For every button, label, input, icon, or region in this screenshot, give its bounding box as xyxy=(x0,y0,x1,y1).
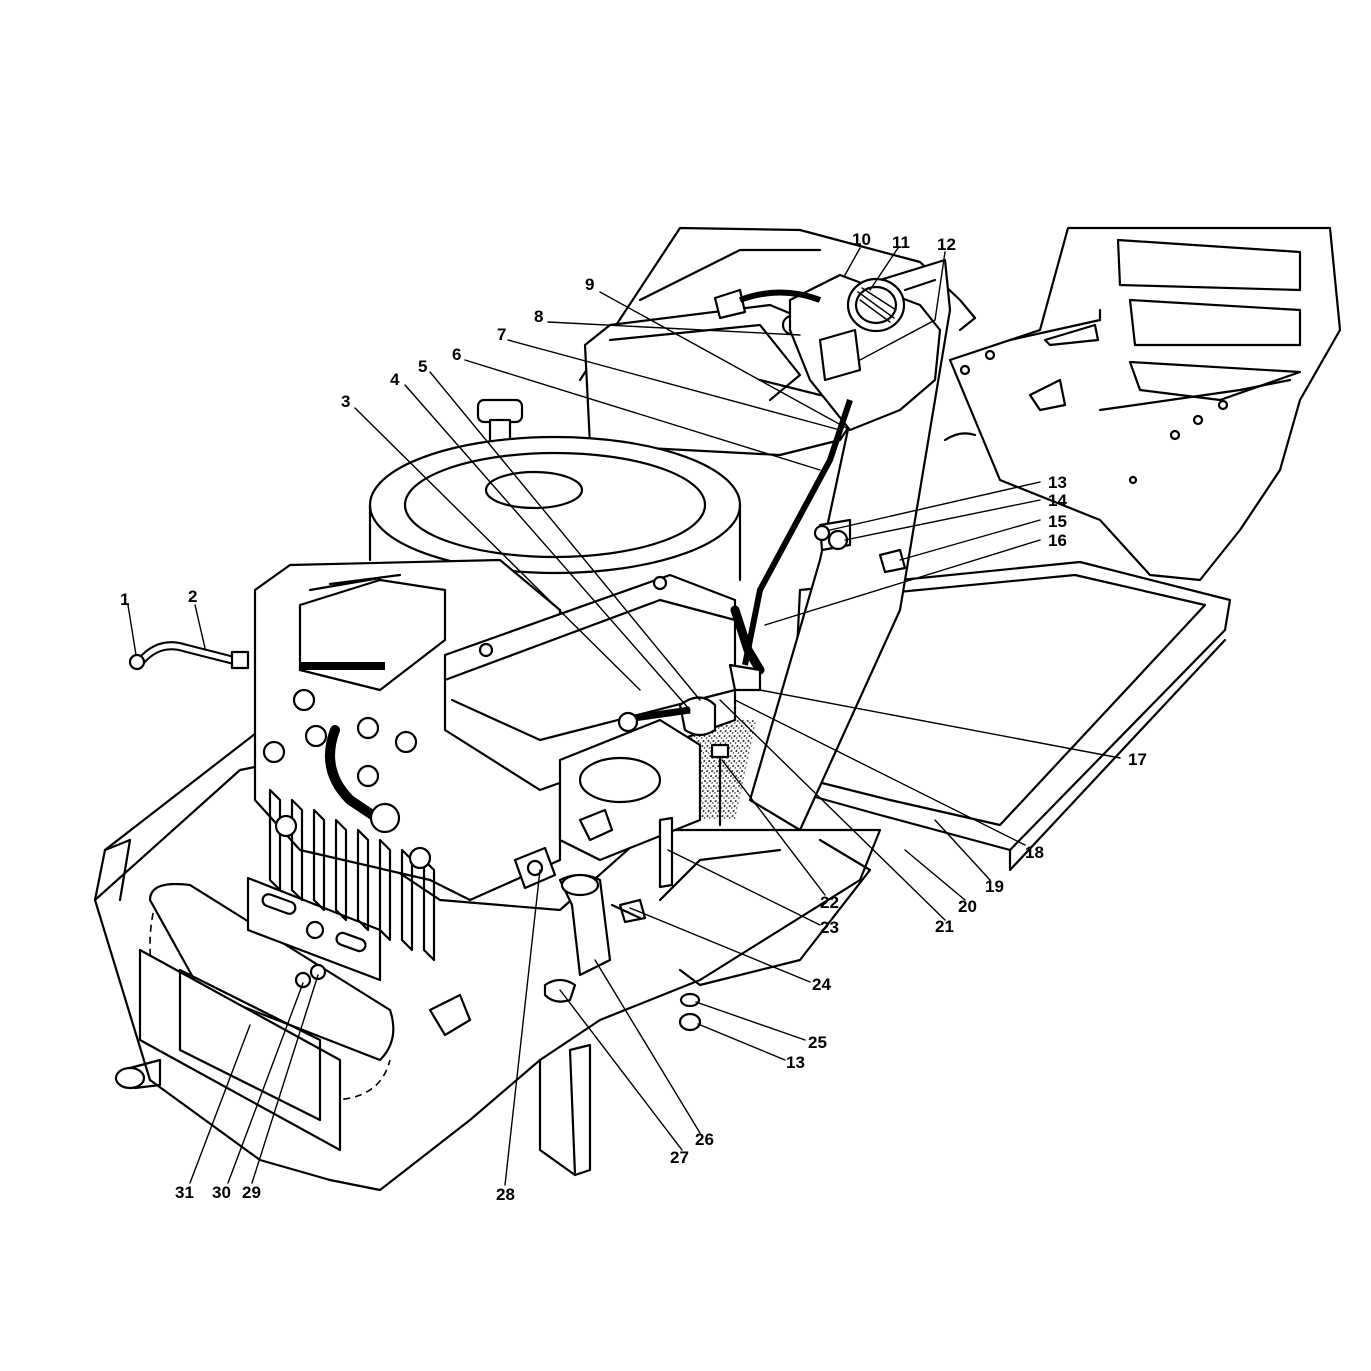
engine xyxy=(128,398,907,1032)
callout-16: 16 xyxy=(1048,531,1067,550)
callout-31: 31 xyxy=(175,1183,194,1202)
callout-24: 24 xyxy=(812,975,831,994)
callout-19: 19 xyxy=(985,877,1004,896)
callout-17: 17 xyxy=(1128,750,1147,769)
head-bolts xyxy=(262,688,432,870)
callout-14: 14 xyxy=(1048,491,1067,510)
callout-26: 26 xyxy=(695,1130,714,1149)
callout-13a: 13 xyxy=(1048,473,1067,492)
cooling-fins xyxy=(268,788,436,962)
callout-20: 20 xyxy=(958,897,977,916)
callout-27: 27 xyxy=(670,1148,689,1167)
callout-28: 28 xyxy=(496,1185,515,1204)
callout-10: 10 xyxy=(852,230,871,249)
callout-3: 3 xyxy=(341,392,350,411)
callout-13b: 13 xyxy=(786,1053,805,1072)
callout-1: 1 xyxy=(120,590,129,609)
callout-18: 18 xyxy=(1025,843,1044,862)
callout-23: 23 xyxy=(820,918,839,937)
callout-7: 7 xyxy=(497,325,506,344)
callout-5: 5 xyxy=(418,357,427,376)
callout-29: 29 xyxy=(242,1183,261,1202)
callout-15: 15 xyxy=(1048,512,1067,531)
callout-4: 4 xyxy=(390,370,400,389)
callout-21: 21 xyxy=(935,917,954,936)
callout-8: 8 xyxy=(534,307,543,326)
callout-25: 25 xyxy=(808,1033,827,1052)
callout-11: 11 xyxy=(892,233,910,252)
leader-lines xyxy=(127,247,1121,1186)
callout-30: 30 xyxy=(212,1183,231,1202)
callout-labels: 1 2 3 4 5 6 7 8 9 10 11 12 13 14 15 16 1… xyxy=(120,230,1147,1204)
callout-9: 9 xyxy=(585,275,594,294)
callout-6: 6 xyxy=(452,345,461,364)
callout-12: 12 xyxy=(937,235,956,254)
callout-2: 2 xyxy=(188,587,197,606)
callout-22: 22 xyxy=(820,893,839,912)
